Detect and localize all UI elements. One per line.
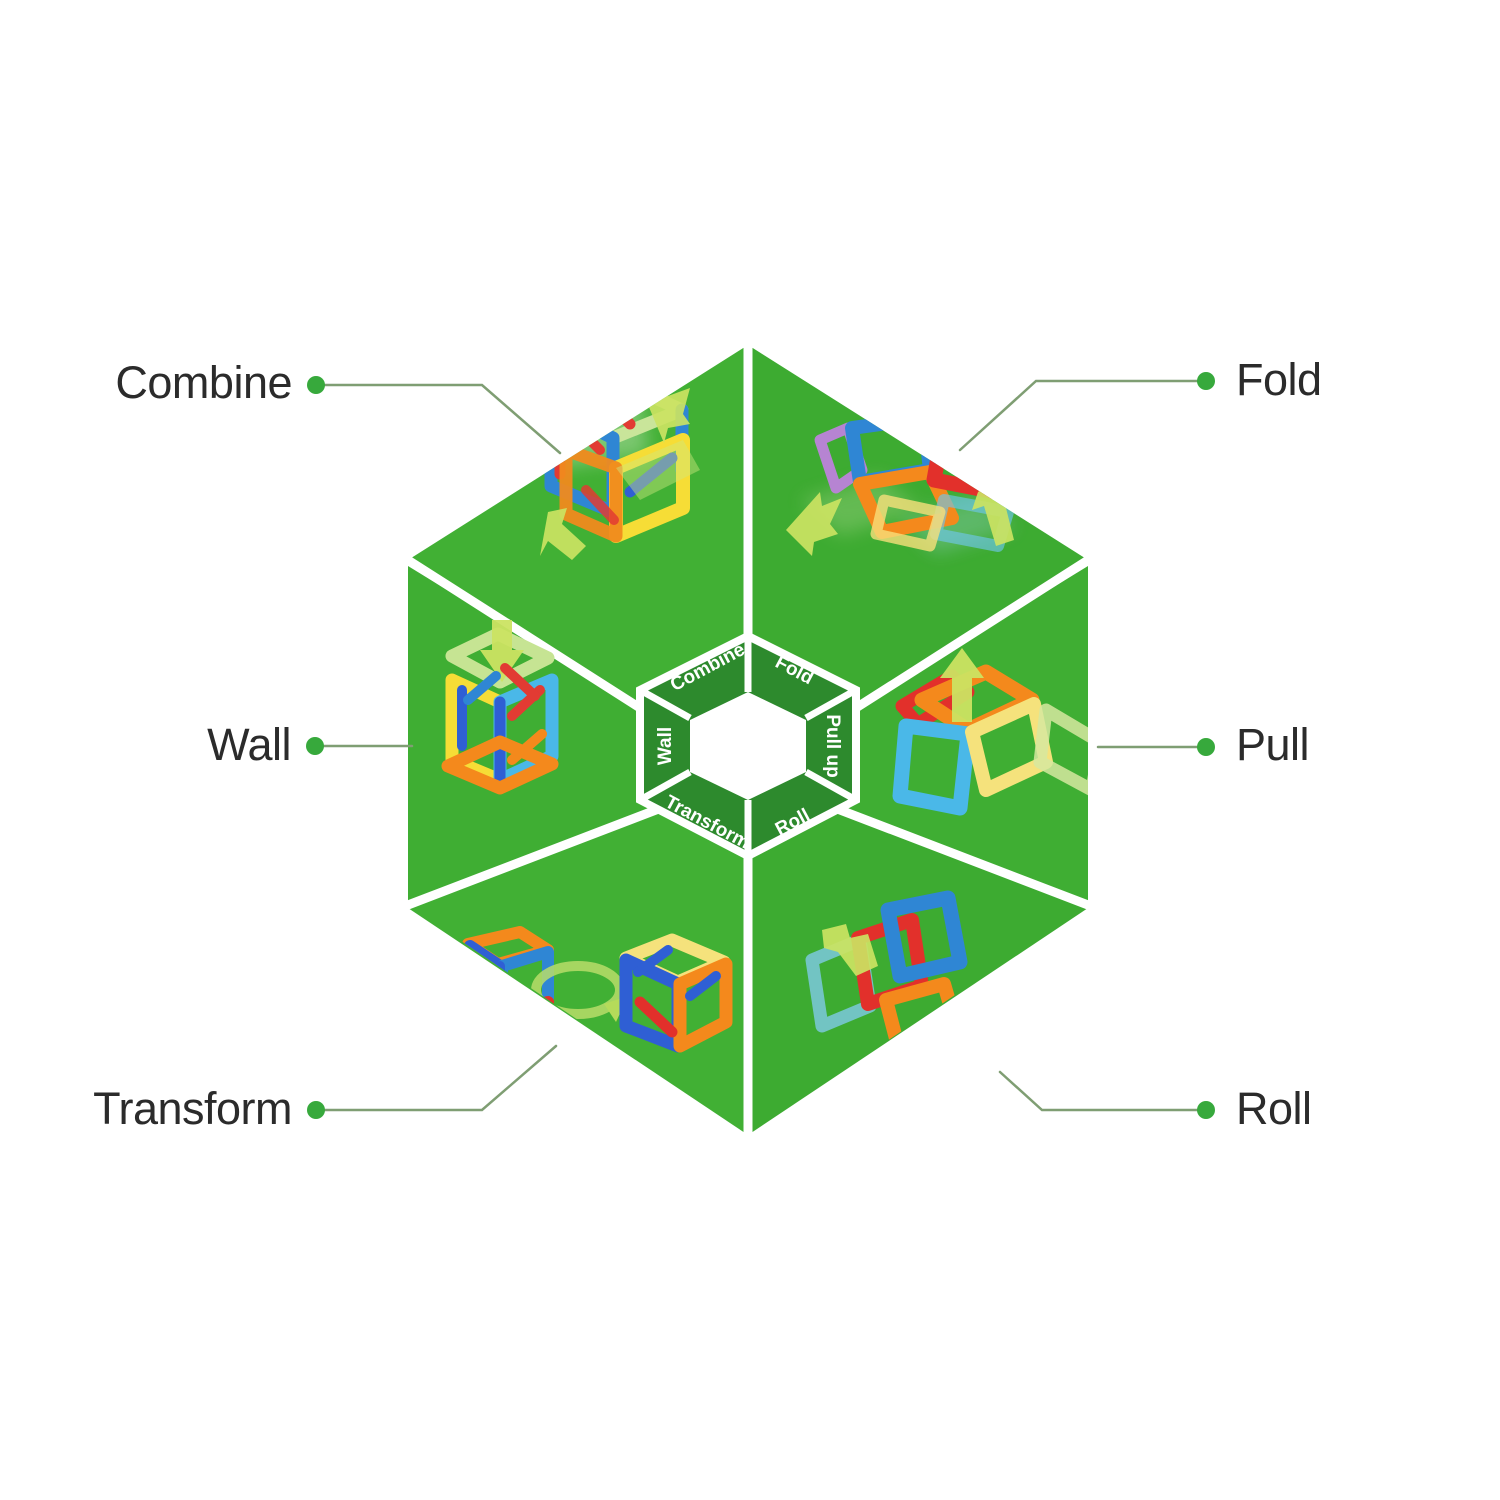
label-fold[interactable]: Fold xyxy=(1236,354,1322,405)
leader-line-combine xyxy=(314,383,562,455)
leader-dot-combine xyxy=(307,376,325,394)
illustration-pullup xyxy=(892,648,1088,816)
leader-line-transform xyxy=(314,1044,558,1112)
label-transform[interactable]: Transform xyxy=(93,1083,292,1134)
sector-fold[interactable] xyxy=(748,345,1088,770)
pull-tile-blue xyxy=(892,718,976,816)
arrow-combine-down xyxy=(540,508,586,560)
roll-tile-orange xyxy=(879,977,969,1069)
fold-tile-red xyxy=(926,416,1016,500)
arrow-fold-left xyxy=(786,492,842,556)
inner-hexagon-ring xyxy=(636,631,860,861)
illustration-fold xyxy=(786,411,1016,556)
inner-label-wall: Wall xyxy=(655,727,676,765)
leader-dot-fold xyxy=(1197,372,1215,390)
inner-label-pullup: Pull up xyxy=(822,714,843,777)
leader-line-roll xyxy=(998,1070,1208,1112)
leader-dot-transform xyxy=(307,1101,325,1119)
label-combine[interactable]: Combine xyxy=(115,357,292,408)
label-pull[interactable]: Pull xyxy=(1236,719,1310,770)
roll-tile-yellow xyxy=(923,1015,1009,1103)
leader-dot-pull xyxy=(1197,738,1215,756)
label-roll[interactable]: Roll xyxy=(1236,1083,1312,1134)
leader-dot-wall xyxy=(306,737,324,755)
leader-dot-roll xyxy=(1197,1101,1215,1119)
arrow-roll xyxy=(822,924,878,976)
arrow-pullup xyxy=(940,648,984,722)
illustration-wall xyxy=(441,620,559,795)
leader-dots xyxy=(306,372,1215,1119)
roll-tile-pale xyxy=(981,1019,1065,1105)
pull-tile-pale xyxy=(1033,703,1088,797)
arrow-fold-right xyxy=(972,478,1014,546)
leader-lines xyxy=(314,379,1208,1112)
leader-line-fold xyxy=(958,379,1208,452)
label-wall[interactable]: Wall xyxy=(207,719,291,770)
roll-tile-blue xyxy=(880,890,968,984)
arrow-wall-down xyxy=(480,620,524,682)
